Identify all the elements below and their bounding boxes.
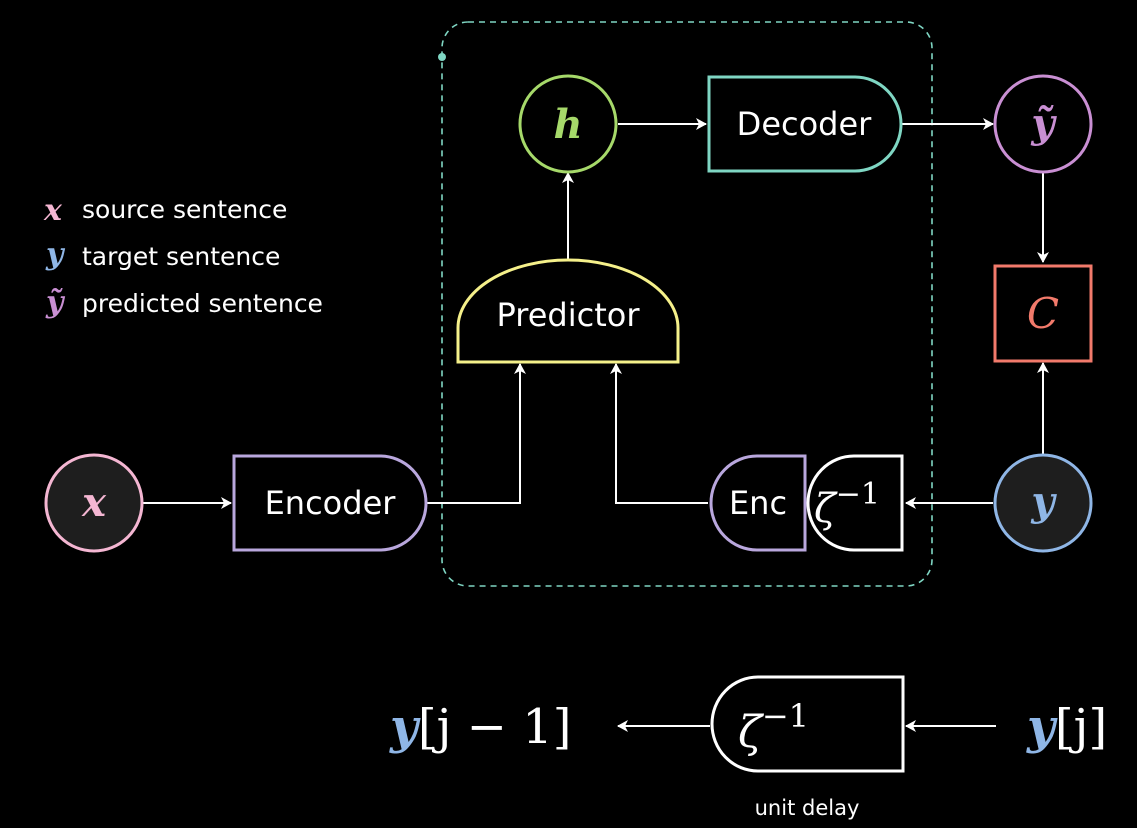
decoder-block: Decoder [707,75,903,173]
node-x-symbol: x [81,479,107,526]
legend-symbol-x: x [43,193,63,228]
encoder-block: Encoder [232,454,428,552]
delay-symbol: ζ−1 [814,477,880,532]
unit-delay-output: y[j − 1] [389,699,572,755]
node-y-tilde: ỹ [993,74,1093,174]
arrow-encoder-to-predictor [427,363,526,504]
legend-label-x: source sentence [82,195,287,224]
node-y-tilde-symbol: ỹ [1030,100,1057,147]
legend-symbol-y-tilde: ỹ [45,285,66,320]
unit-delay-caption: unit delay [755,796,860,820]
legend-symbol-y: y [45,237,66,272]
node-h-symbol: h [553,101,582,148]
predictor-label: Predictor [497,296,641,334]
cost-block: C [993,264,1093,363]
legend-label-y-tilde: predicted sentence [82,289,323,318]
encoder-label: Encoder [265,484,397,522]
delay-block: ζ−1 [806,454,904,552]
legend: x source sentence y target sentence ỹ pr… [43,193,323,320]
decoder-label: Decoder [737,105,873,143]
node-y: y [993,453,1093,553]
arrow-enc-to-predictor [610,363,708,504]
enc-block: Enc [709,454,807,552]
predictor-block: Predictor [456,258,680,364]
unit-delay-input: y[j] [1026,699,1107,755]
unit-delay-block [710,675,905,773]
node-h: h [518,74,618,174]
predictor-frame-dashed [441,21,933,587]
frame-anchor-dot [438,53,446,61]
legend-label-y: target sentence [82,242,280,271]
unit-delay-symbol: ζ−1 [738,697,809,758]
cost-symbol: C [1027,289,1059,338]
unit-delay-example: y[j − 1] ζ−1 y[j] unit delay [389,675,1107,820]
connectors [143,118,1049,509]
enc-label: Enc [729,484,787,522]
node-y-symbol: y [1030,478,1057,525]
node-x: x [44,453,144,553]
